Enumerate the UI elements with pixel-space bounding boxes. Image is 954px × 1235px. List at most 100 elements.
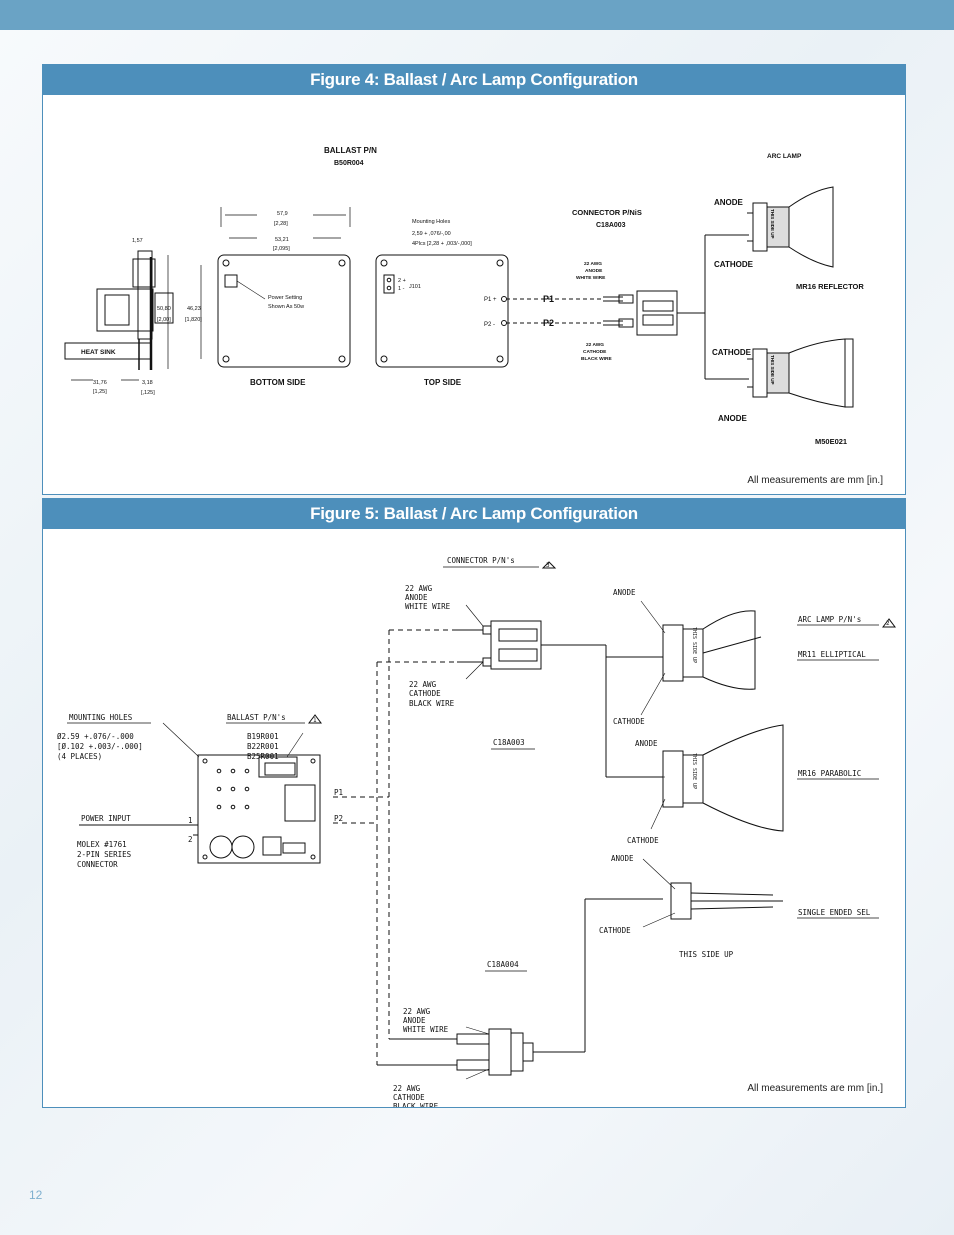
dim-2-28: [2,28] [274,221,288,227]
ballast-b25r001: B25R001 [247,752,279,761]
mr16-anode-label: ANODE [714,198,744,207]
dim-1-820: [1,820] [185,317,202,323]
p2-label: P2 [543,318,554,328]
mr16-anode-label: ANODE [635,739,658,748]
connector-pn-label: CONNECTOR P/NiS [572,208,642,217]
power-input-label: POWER INPUT [81,814,131,823]
top-side-board [375,254,509,368]
mr16-parabolic-label: MR16 PARABOLIC [798,769,861,778]
ballast-pn: B50R004 [334,160,364,167]
mounting-dim-1: Ø2.59 +.076/-.000 [57,732,134,741]
lower-awg-white-3: WHITE WIRE [403,1025,449,1034]
figure-5-panel: Figure 5: Ballast / Arc Lamp Configurati… [42,498,906,1108]
dim-46-23: 46,23 [187,306,201,312]
mr11-cathode-label: CATHODE [613,717,645,726]
lower-awg-black-2: CATHODE [393,1093,425,1102]
sel-cathode-label: CATHODE [599,926,631,935]
m50e021-reflector [788,338,846,408]
page-number: 12 [29,1188,43,1202]
p2-label: P2 [334,814,343,823]
j101-pin-2: 2 + [398,278,406,284]
arc-lamp-label: ARC LAMP [767,153,802,160]
p1-label: P1 [334,788,343,797]
heat-sink-label: HEAT SINK [81,349,116,356]
awg-white-1: 22 AWG [584,261,602,267]
awg-black-3: BLACK WIRE [581,356,612,362]
dim-1-57: 1,57 [132,238,143,244]
m50e021-lamp-base [752,348,768,398]
mr16-this-side-up: THIS SIDE UP [691,753,697,789]
heat-sink-body [96,288,154,332]
mr16-lamp-base [662,750,684,808]
ballast-pn-label: BALLAST P/N [324,146,377,155]
dim-3-18: 3,18 [142,380,153,386]
ballast-board [197,754,321,864]
bottom-side-label: BOTTOM SIDE [250,378,306,387]
sel-anode-label: ANODE [611,854,634,863]
figure-5-title: Figure 5: Ballast / Arc Lamp Configurati… [43,499,905,529]
upper-awg-white-2: ANODE [405,593,428,602]
molex-line-3: CONNECTOR [77,860,118,869]
dim-2-00: [2,00] [157,317,171,323]
p1-pin-label: P1 + [484,297,497,303]
dim-31-76: 31,76 [93,380,107,386]
molex-line-2: 2-PIN SERIES [77,850,132,859]
connector-c18a004 [488,1028,512,1076]
ballast-pns-label: BALLAST P/N's [227,713,286,722]
figure-4-title: Figure 4: Ballast / Arc Lamp Configurati… [43,65,905,95]
upper-awg-white-1: 22 AWG [405,584,433,593]
ballast-b22r001: B22R001 [247,742,279,751]
dim-1-25: [1,25] [93,389,107,395]
mounting-dim-1: 2,59 + ,076/-,00 [412,231,451,237]
awg-black-2: CATHODE [583,349,607,355]
single-ended-sel-label: SINGLE ENDED SEL [798,908,871,917]
power-setting-2: Shown As 50w [268,304,304,310]
upper-awg-black-3: BLACK WIRE [409,699,455,708]
bottom-side-board [217,254,351,368]
dim-57-9: 57,9 [277,211,288,217]
mr16-reflector [702,724,784,832]
lower-awg-white-2: ANODE [403,1016,426,1025]
j101-label: J101 [409,284,421,290]
mounting-dim-2: 4Plcs [2,28 + ,003/-,000] [412,241,472,247]
mounting-dim-2: [Ø.102 +.003/-.000] [57,742,143,751]
arc-lamp-pns-label: ARC LAMP P/N's [798,615,861,624]
note-flag-3: 3 [546,562,550,569]
connector-c18a003 [636,290,678,336]
connector-pn: C18A003 [596,222,626,229]
connector-pns-label: CONNECTOR P/N's [447,556,515,565]
mr16-reflector [788,186,834,268]
mounting-holes-label: Mounting Holes [412,219,450,225]
note-flag-2: 2 [886,620,890,627]
mr16-this-side-up: THIS SIDE UP [770,209,775,239]
p2-pin-label: P2 - [484,322,495,328]
c18a004-label: C18A004 [487,960,519,969]
figure-5-diagram: CONNECTOR P/N's 3 22 AWG ANODE WHITE WIR… [57,556,896,1107]
mr11-elliptical-label: MR11 ELLIPTICAL [798,650,866,659]
dim-2-095: [2,095] [273,246,290,252]
mr16-reflector-label: MR16 REFLECTOR [796,282,864,291]
figure-5-measurements-note: All measurements are mm [in.] [747,1083,883,1094]
dim-50-80: 50,80 [157,306,171,312]
figure-4-panel: Figure 4: Ballast / Arc Lamp Configurati… [42,64,906,495]
mr11-this-side-up: THIS SIDE UP [691,627,697,663]
molex-line-1: MOLEX #1761 [77,840,127,849]
top-banner [0,0,954,30]
dim-125: [,125] [141,390,155,396]
sel-this-side-up: THIS SIDE UP [679,950,734,959]
mr11-anode-label: ANODE [613,588,636,597]
mounting-holes-label: MOUNTING HOLES [69,713,133,722]
upper-awg-white-3: WHITE WIRE [405,602,451,611]
power-setting-1: Power Setting [268,295,302,301]
top-side-label: TOP SIDE [424,378,462,387]
mr16-lamp-base [752,202,768,252]
connector-c18a003 [490,620,542,670]
awg-black-1: 22 AWG [586,342,604,348]
note-flag-1: 1 [313,717,317,724]
upper-awg-black-2: CATHODE [409,689,441,698]
m50e021-label: M50E021 [815,437,847,446]
ballast-b19r001: B19R001 [247,732,279,741]
awg-white-2: ANODE [585,268,603,274]
lower-awg-black-3: BLACK WIRE [393,1102,439,1107]
lower-awg-black-1: 22 AWG [393,1084,421,1093]
